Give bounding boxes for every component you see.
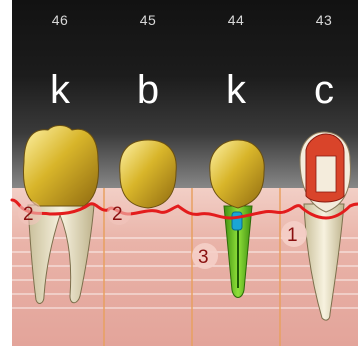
tooth-number: 45 — [139, 12, 157, 28]
tooth-number: 43 — [315, 12, 333, 28]
tooth-condition-letter: k — [50, 68, 70, 112]
tooth-46[interactable]: 46 k — [16, 0, 104, 346]
tooth-condition-letter: b — [136, 68, 160, 112]
tooth-condition-letter: k — [226, 68, 246, 112]
tooth-44[interactable]: 44 k — [192, 0, 280, 346]
tooth-condition-letter: c — [314, 68, 334, 112]
tooth-number: 44 — [227, 12, 245, 28]
tooth-45[interactable]: 45 b — [104, 0, 192, 346]
tooth-43[interactable]: 43 c — [280, 0, 358, 346]
tooth-number: 46 — [51, 12, 69, 28]
